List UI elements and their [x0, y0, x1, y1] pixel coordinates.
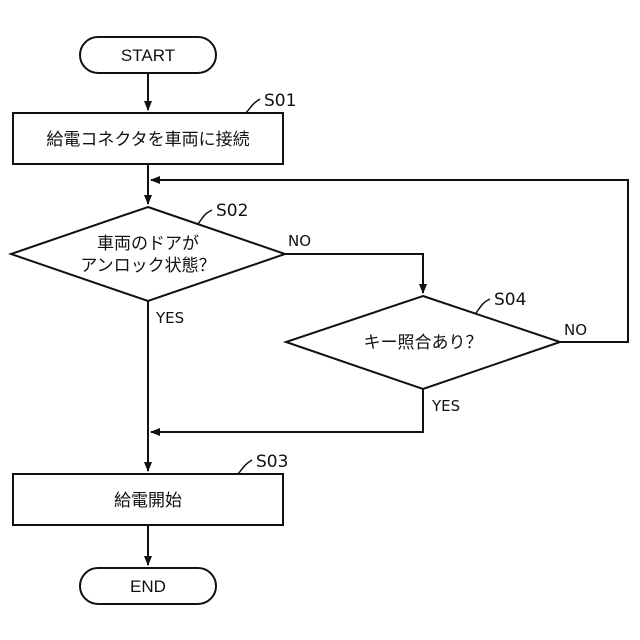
- process-s01: 給電コネクタを車両に接続: [13, 113, 283, 164]
- s04-label: キー照合あり？: [364, 333, 483, 353]
- connector-s04-yes: [151, 389, 423, 432]
- decision-s02: 車両のドアが アンロック状態？: [11, 207, 285, 301]
- s01-step-label: S01: [264, 91, 296, 111]
- s04-leader: [476, 299, 490, 313]
- s01-label: 給電コネクタを車両に接続: [46, 130, 249, 150]
- s02-leader: [198, 210, 212, 224]
- connector-s02-no: [285, 254, 423, 293]
- s02-yes-label: YES: [155, 309, 184, 327]
- s04-yes-label: YES: [431, 397, 460, 415]
- s02-label-line2: アンロック状態？: [80, 256, 215, 276]
- start-terminal: START: [80, 37, 216, 73]
- s01-leader: [246, 99, 260, 113]
- end-label: END: [130, 577, 166, 596]
- start-label: START: [121, 46, 175, 65]
- s03-leader: [238, 460, 252, 474]
- end-terminal: END: [80, 568, 216, 604]
- s02-step-label: S02: [216, 201, 248, 221]
- s04-no-label: NO: [564, 321, 587, 339]
- s02-label-line1: 車両のドアが: [97, 234, 199, 254]
- process-s03: 給電開始: [13, 474, 283, 525]
- s04-step-label: S04: [494, 290, 526, 310]
- s03-step-label: S03: [256, 452, 288, 472]
- s03-label: 給電開始: [114, 491, 182, 511]
- s02-no-label: NO: [288, 232, 311, 250]
